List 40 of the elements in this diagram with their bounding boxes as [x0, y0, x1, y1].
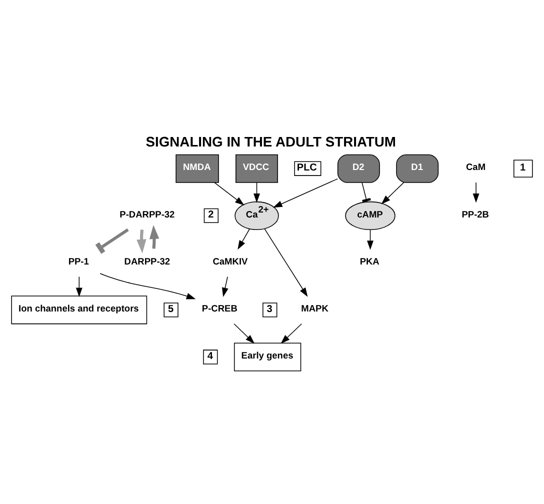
- node-box: Early genes: [234, 342, 302, 372]
- arrow: [367, 229, 374, 250]
- diagram-title: SIGNALING IN THE ADULT STRIATUM: [146, 134, 396, 150]
- node-text: MAPK: [301, 304, 328, 314]
- node-text: DARPP-32: [124, 256, 170, 266]
- node-label: PLC: [296, 162, 317, 174]
- node-text: PP-2B: [462, 209, 490, 220]
- arrow: [136, 230, 146, 254]
- node-text: P-CREB: [202, 304, 238, 314]
- arrow: [273, 178, 338, 208]
- node-box: NMDA: [176, 154, 219, 183]
- node-label: 3: [266, 304, 272, 315]
- arrow: [472, 182, 480, 203]
- arrow: [238, 228, 250, 250]
- arrow: [222, 276, 228, 297]
- arrow: [214, 182, 244, 206]
- node-text: PP-1: [68, 256, 89, 266]
- node-label: 2: [208, 210, 214, 221]
- node-label: 4: [207, 350, 213, 362]
- node-text: P-DARPP-32: [120, 209, 175, 220]
- node-label: 5: [168, 304, 174, 315]
- node-box: D1: [396, 154, 439, 183]
- arrow: [254, 182, 260, 203]
- arrow: [381, 182, 404, 204]
- node-text: CaMKIV: [212, 256, 248, 266]
- node-box: Ion channels and receptors: [11, 296, 148, 324]
- arrow: [149, 225, 160, 249]
- node-text: PKA: [360, 256, 380, 266]
- arrow: [76, 276, 82, 297]
- connector: [362, 182, 371, 202]
- arrow: [280, 323, 302, 344]
- node-ellipse: cAMP: [345, 201, 396, 230]
- connector: [95, 228, 129, 254]
- label: 1: [520, 162, 526, 174]
- arrow: [100, 273, 196, 300]
- node-box: VDCC: [236, 154, 278, 183]
- arrow: [264, 228, 308, 297]
- node-text: CaM: [466, 162, 486, 172]
- arrow: [234, 323, 255, 344]
- node-box: D2: [337, 154, 380, 183]
